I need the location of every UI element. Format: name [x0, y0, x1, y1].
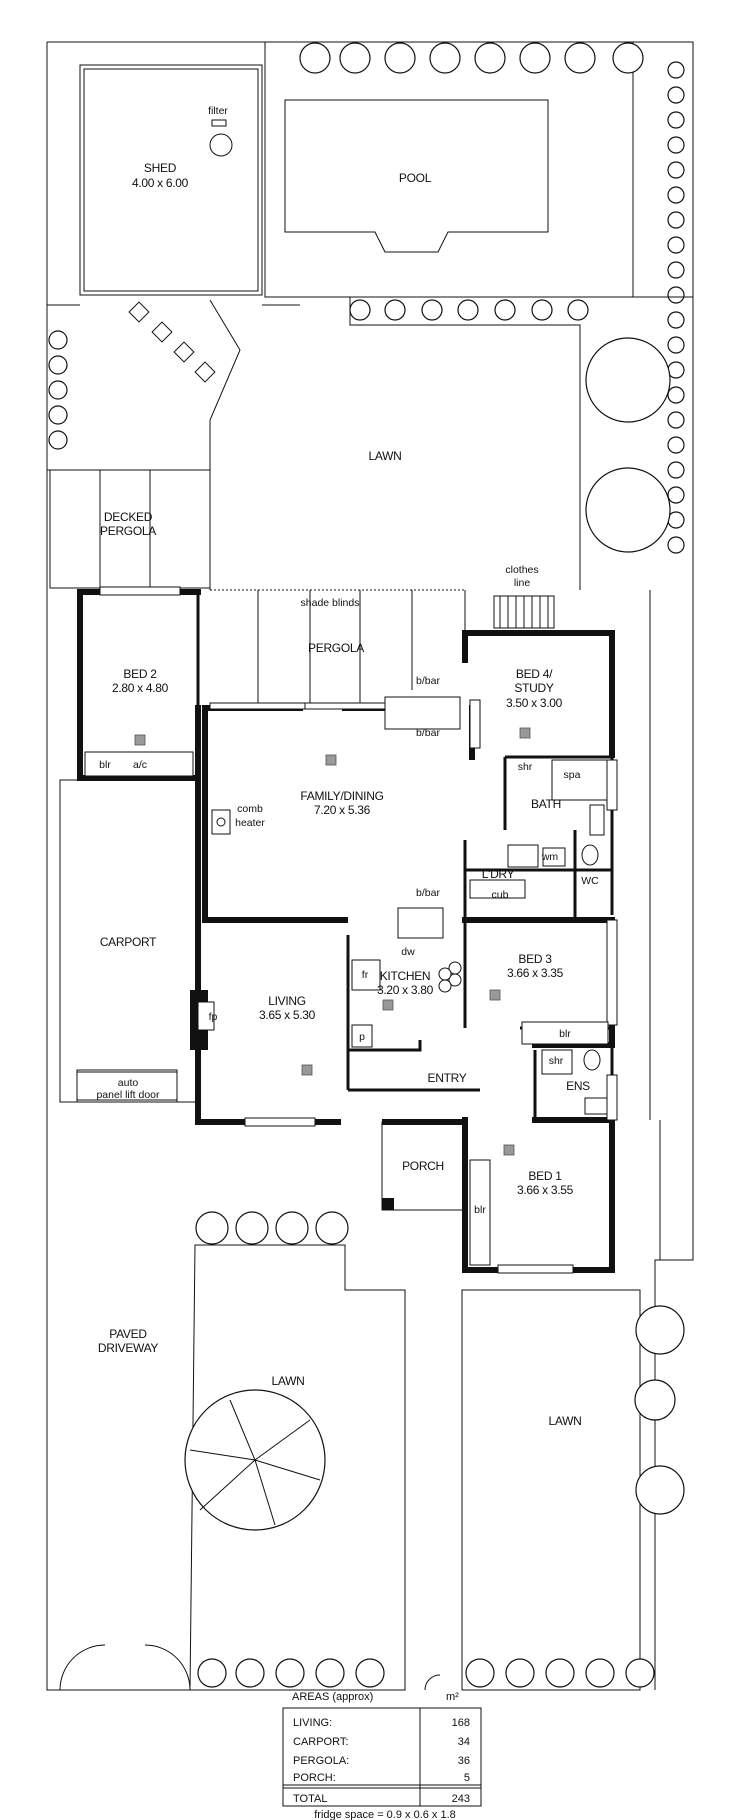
living-size: 3.65 x 5.30	[259, 1008, 316, 1022]
wm-label: wm	[541, 851, 559, 863]
side-path	[649, 590, 661, 1260]
area-row-value: 5	[464, 1772, 470, 1784]
areas-unit: m²	[446, 1691, 459, 1703]
shed-label: SHED	[144, 161, 177, 175]
wc-label: WC	[581, 875, 599, 887]
area-row-label: LIVING:	[293, 1717, 332, 1729]
pool-label: POOL	[399, 171, 432, 185]
hedge-top	[299, 42, 644, 74]
bed3-blr: blr	[559, 1028, 571, 1040]
cub-label: cub	[492, 889, 509, 901]
areas-table: AREAS (approx) m² LIVING: 168 CARPORT: 3…	[282, 1691, 482, 1820]
fridge-space-note: fridge space = 0.9 x 0.6 x 1.8	[314, 1809, 456, 1820]
porch-label: PORCH	[402, 1159, 444, 1173]
area-row-value: 34	[458, 1736, 470, 1748]
area-row-label: CARPORT:	[293, 1736, 348, 1748]
ldry-label: L'DRY	[482, 867, 515, 881]
pantry-label: p	[359, 1031, 365, 1043]
entry-label: ENTRY	[428, 1071, 467, 1085]
hedge-right	[667, 61, 685, 554]
ens-shr-label: shr	[549, 1055, 564, 1067]
bed1-blr: blr	[474, 1204, 486, 1216]
shade-blinds-label: shade blinds	[301, 597, 360, 609]
lawn-left-label: LAWN	[271, 1374, 304, 1388]
area-total-value: 243	[452, 1793, 470, 1805]
kitchen-size: 3.20 x 3.80	[377, 983, 434, 997]
pergola: shade blinds PERGOLA	[210, 589, 466, 705]
bed1-label: BED 1	[528, 1169, 562, 1183]
clothes-label-2: line	[514, 577, 531, 589]
hedge-mid	[349, 299, 589, 321]
front-yard: PAVED DRIVEWAY LAWN LAWN	[59, 1244, 641, 1691]
clothes-label: clothes	[505, 564, 538, 576]
lawn-top-label: LAWN	[368, 449, 401, 463]
porch: PORCH	[381, 1121, 466, 1211]
area-total-label: TOTAL	[293, 1793, 327, 1805]
area-row-label: PORCH:	[293, 1772, 336, 1784]
pool: POOL	[264, 41, 634, 298]
front-hedges	[184, 1211, 685, 1688]
light-spots	[134, 727, 531, 1156]
areas-title: AREAS (approx)	[292, 1691, 373, 1703]
lawn-right-label: LAWN	[548, 1414, 581, 1428]
spa-label: spa	[564, 769, 581, 781]
shed-size: 4.00 x 6.00	[132, 176, 189, 190]
paved-label: PAVED	[109, 1327, 147, 1341]
fixtures	[76, 586, 618, 1274]
shed: filter SHED 4.00 x 6.00	[79, 64, 263, 383]
carport-label: CARPORT	[100, 935, 157, 949]
paved-label-2: DRIVEWAY	[98, 1341, 159, 1355]
room-labels: BED 2 2.80 x 4.80 blr a/c BED 4/ STUDY 3…	[99, 667, 599, 1216]
shr-label: shr	[518, 761, 533, 773]
bed2-size: 2.80 x 4.80	[112, 681, 169, 695]
comb-heater-label-2: heater	[235, 817, 265, 829]
bed4-label-2: STUDY	[514, 681, 553, 695]
fridge-label: fr	[362, 969, 369, 981]
decked-pergola: DECKED PERGOLA	[49, 469, 211, 589]
fireplace-label: fp	[209, 1011, 218, 1023]
filter-label: filter	[208, 105, 228, 117]
bed4-label: BED 4/	[516, 667, 553, 681]
living-label: LIVING	[268, 994, 306, 1008]
comb-heater-label: comb	[237, 803, 263, 815]
pergola-label: PERGOLA	[308, 641, 364, 655]
family-label: FAMILY/DINING	[300, 789, 383, 803]
bed4-size: 3.50 x 3.00	[506, 696, 563, 710]
bbar-label: b/bar	[416, 675, 440, 687]
bed2-label: BED 2	[123, 667, 157, 681]
dw-label: dw	[401, 946, 415, 958]
ens-label: ENS	[566, 1079, 590, 1093]
area-row-value: 168	[452, 1717, 470, 1729]
bath-label: BATH	[531, 797, 561, 811]
decked-label-2: PERGOLA	[100, 524, 156, 538]
family-size: 7.20 x 5.36	[314, 803, 371, 817]
bed3-label: BED 3	[518, 952, 552, 966]
kitchen-label: KITCHEN	[380, 969, 431, 983]
area-row-label: PERGOLA:	[293, 1755, 349, 1767]
bbar-label-3: b/bar	[416, 887, 440, 899]
yard-lines: LAWN	[47, 296, 693, 590]
area-row-value: 36	[458, 1755, 470, 1767]
property-boundary	[46, 41, 694, 1691]
tree-icon	[585, 337, 671, 553]
auto-door-label: auto	[118, 1077, 139, 1089]
bed3-size: 3.66 x 3.35	[507, 966, 564, 980]
decked-label: DECKED	[104, 510, 153, 524]
bbar-label-2: b/bar	[416, 727, 440, 739]
hedge-left	[48, 330, 68, 450]
bed2-ac: a/c	[133, 759, 147, 771]
bed1-size: 3.66 x 3.55	[517, 1183, 574, 1197]
bed2-blr: blr	[99, 759, 111, 771]
clothes-line: clothes line	[493, 564, 555, 629]
carport: CARPORT auto panel lift door	[59, 779, 199, 1103]
auto-door-label-2: panel lift door	[96, 1089, 160, 1101]
